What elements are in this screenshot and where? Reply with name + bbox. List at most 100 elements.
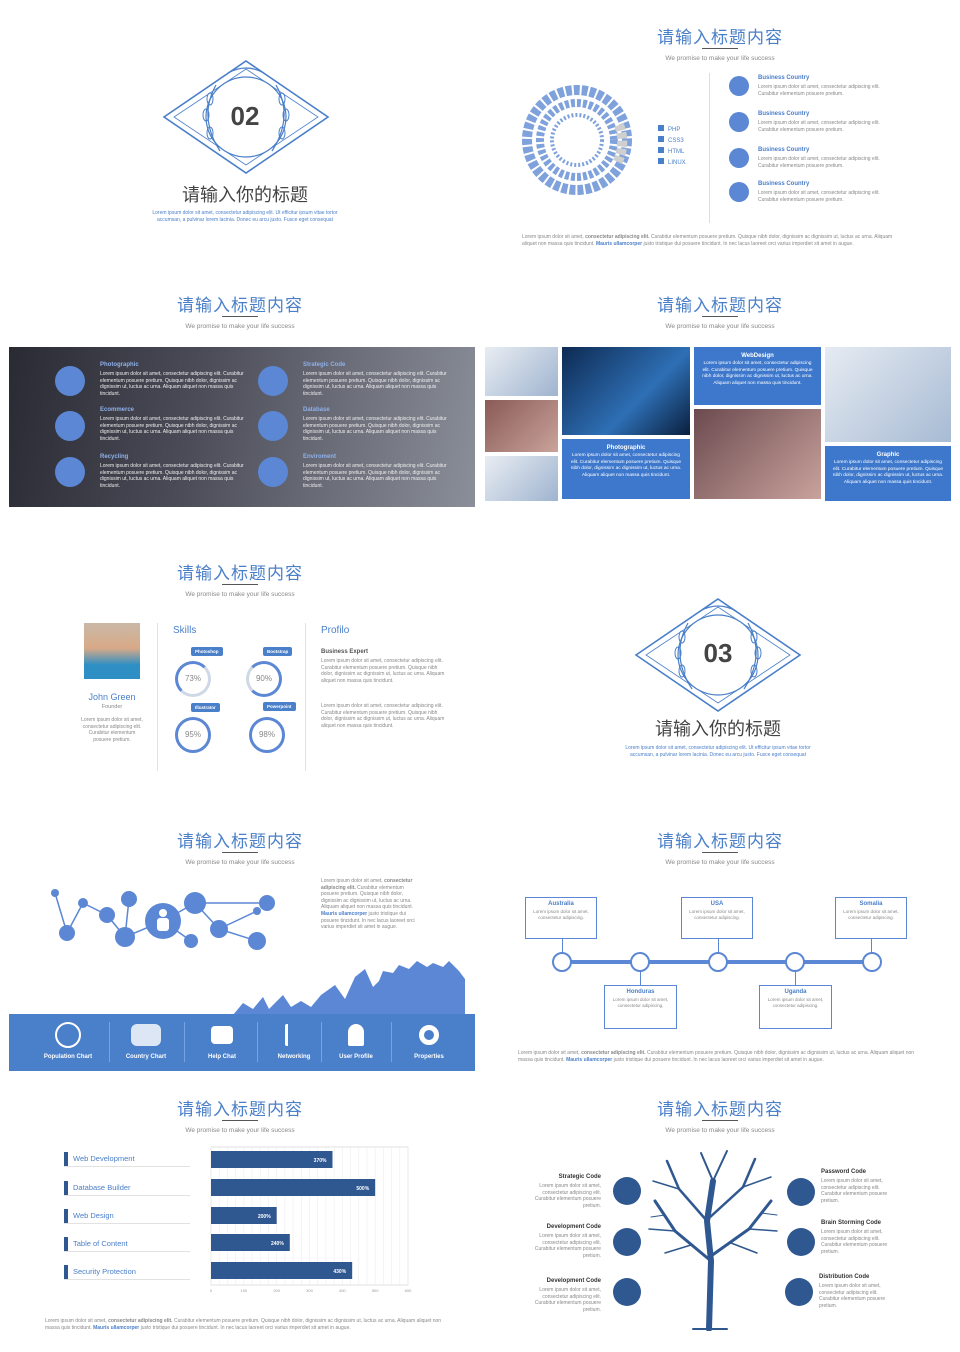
x-tick-label: 300 bbox=[306, 1288, 313, 1293]
service-bullet-icon bbox=[258, 457, 288, 487]
country-bullet-icon bbox=[729, 148, 749, 168]
tree-right-text: Lorem ipsum dolor sit amet, consectetur … bbox=[819, 1283, 886, 1309]
service-bullet-icon bbox=[55, 366, 85, 396]
profile-text: Lorem ipsum dolor sit amet, consectetur … bbox=[321, 703, 445, 729]
category-label: Database Builder bbox=[73, 1183, 131, 1192]
legend-item-linux: LINUX bbox=[658, 158, 686, 169]
skill-tag: Illustrator bbox=[191, 703, 220, 712]
x-tick-label: 0 bbox=[210, 1288, 213, 1293]
category-label: Table of Content bbox=[73, 1239, 128, 1248]
title-divider bbox=[222, 852, 258, 853]
slide-photo-grid: 请输入标题内容 We promise to make your life suc… bbox=[485, 273, 955, 535]
vertical-divider bbox=[157, 623, 158, 771]
person-role: Founder bbox=[101, 704, 123, 710]
service-bullet-icon bbox=[55, 457, 85, 487]
tree-left-label: Strategic Code bbox=[558, 1174, 601, 1180]
country-bullet-icon bbox=[729, 112, 749, 132]
properties-gear-icon[interactable]: Properties bbox=[394, 1022, 464, 1060]
section-title: 请输入你的标题 bbox=[182, 185, 308, 206]
networking-icon[interactable]: Networking bbox=[259, 1022, 329, 1060]
user-profile-icon[interactable]: User Profile bbox=[321, 1022, 391, 1060]
category-row: Table of Content bbox=[64, 1234, 190, 1252]
category-label: Web Design bbox=[73, 1211, 114, 1220]
slide-title: 请输入标题内容 bbox=[177, 832, 303, 852]
title-divider bbox=[702, 316, 738, 317]
service-bullet-icon bbox=[258, 411, 288, 441]
service-text: Lorem ipsum dolor sit amet, consectetur … bbox=[303, 371, 447, 397]
category-marker bbox=[64, 1237, 68, 1251]
person-name: John Green bbox=[88, 692, 136, 702]
slide-subtitle: We promise to make your life success bbox=[185, 1127, 295, 1134]
graphic-box: Graphic Lorem ipsum dolor sit amet, cons… bbox=[825, 446, 951, 501]
service-text: Lorem ipsum dolor sit amet, consectetur … bbox=[100, 416, 244, 442]
profile-title: Profilo bbox=[321, 625, 350, 636]
section-desc-line1: Lorem ipsum dolor sit amet, consectetur … bbox=[152, 210, 338, 216]
timeline-box-australia: Australia Lorem ipsum dolor sit amet, co… bbox=[525, 897, 597, 939]
skill-ring: 95% bbox=[175, 717, 211, 753]
timeline-box-somalia: Somalia Lorem ipsum dolor sit amet, cons… bbox=[835, 897, 907, 939]
service-text: Lorem ipsum dolor sit amet, consectetur … bbox=[303, 416, 447, 442]
slide-title: 请输入标题内容 bbox=[177, 296, 303, 316]
section-number: 03 bbox=[703, 638, 733, 668]
tree-right-label: Password Code bbox=[821, 1169, 867, 1175]
category-label: Web Development bbox=[73, 1154, 135, 1163]
slide-business-country: 请输入标题内容 We promise to make your life suc… bbox=[485, 5, 955, 267]
slide-subtitle: We promise to make your life success bbox=[665, 55, 775, 62]
timeline-node bbox=[630, 952, 650, 972]
tree-illustration bbox=[648, 1150, 778, 1331]
help-chat-icon[interactable]: Help Chat bbox=[187, 1022, 257, 1060]
bar-data-label: 430% bbox=[333, 1269, 346, 1275]
photo-touch-screen bbox=[485, 400, 558, 452]
title-divider bbox=[222, 584, 258, 585]
bar-data-label: 200% bbox=[258, 1214, 271, 1220]
title-divider bbox=[702, 48, 738, 49]
category-marker bbox=[64, 1152, 68, 1166]
slide-subtitle: We promise to make your life success bbox=[185, 323, 295, 330]
skill-ring: 90% bbox=[246, 661, 282, 697]
country-bullet-icon bbox=[729, 182, 749, 202]
service-bullet-icon bbox=[258, 366, 288, 396]
slide-subtitle: We promise to make your life success bbox=[665, 323, 775, 330]
skill-ring: 98% bbox=[249, 717, 285, 753]
profile-role: Business Expert bbox=[321, 649, 369, 655]
network-diagram bbox=[51, 889, 275, 950]
legend-item-php: PHP bbox=[658, 125, 686, 136]
tree-left-text: Lorem ipsum dolor sit amet, consectetur … bbox=[534, 1183, 601, 1209]
section-desc-line2: accumsan, a pulvinar lorem lacinia. Done… bbox=[630, 752, 806, 758]
x-tick-label: 100 bbox=[240, 1288, 247, 1293]
legend-item-html: HTML bbox=[658, 147, 686, 158]
slide-timeline: 请输入标题内容 We promise to make your life suc… bbox=[485, 809, 955, 1071]
slide-title: 请输入标题内容 bbox=[657, 28, 783, 48]
country-chart-icon[interactable]: Country Chart bbox=[111, 1022, 181, 1060]
service-label: Database bbox=[303, 407, 330, 413]
slide-title: 请输入标题内容 bbox=[177, 564, 303, 584]
book-icon bbox=[613, 1278, 641, 1306]
connector bbox=[795, 971, 796, 985]
skill-tag: Bootstrap bbox=[263, 647, 293, 656]
vertical-divider bbox=[709, 73, 710, 223]
tree-left-text: Lorem ipsum dolor sit amet, consectetur … bbox=[534, 1287, 601, 1313]
population-chart-icon[interactable]: Population Chart bbox=[33, 1022, 103, 1060]
service-text: Lorem ipsum dolor sit amet, consectetur … bbox=[100, 371, 244, 397]
country-text: Lorem ipsum dolor sit amet, consectetur … bbox=[758, 190, 880, 203]
x-tick-label: 600 bbox=[405, 1288, 412, 1293]
avatar bbox=[84, 623, 140, 679]
skill-tag: Powerpoint bbox=[263, 702, 296, 711]
connector bbox=[718, 939, 719, 953]
icon-divider bbox=[321, 1022, 322, 1062]
slide-bar-chart: 请输入标题内容 We promise to make your life suc… bbox=[5, 1077, 475, 1339]
skill-ring: 73% bbox=[175, 661, 211, 697]
slide-title: 请输入标题内容 bbox=[657, 296, 783, 316]
service-label: Enviroment bbox=[303, 454, 337, 460]
tree-left-label: Development Code bbox=[546, 1278, 601, 1284]
country-label: Business Country bbox=[758, 111, 810, 117]
category-row: Database Builder bbox=[64, 1178, 190, 1196]
section-desc-line1: Lorem ipsum dolor sit amet, consectetur … bbox=[625, 745, 811, 751]
section-title: 请输入你的标题 bbox=[655, 719, 781, 740]
photo-businessman-digital bbox=[562, 347, 690, 435]
photo-business-chart bbox=[485, 456, 558, 501]
icon-divider bbox=[109, 1022, 110, 1062]
laurel-emblem bbox=[634, 598, 802, 712]
title-divider bbox=[702, 852, 738, 853]
